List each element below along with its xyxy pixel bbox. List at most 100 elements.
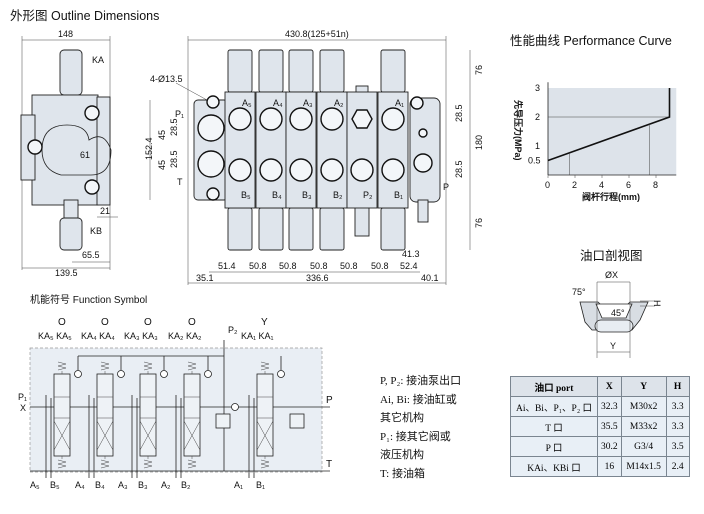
label-port-a: A₅ bbox=[242, 98, 252, 108]
port-b bbox=[259, 158, 283, 182]
table-header-row: 油口 port X Y H bbox=[510, 376, 690, 397]
spool-function-type: O bbox=[101, 317, 109, 328]
cell: 16 bbox=[597, 456, 622, 477]
dim-139-5: 139.5 bbox=[55, 268, 78, 278]
cross-position bbox=[256, 420, 274, 451]
spool-function-type: O bbox=[144, 317, 152, 328]
spool-top bbox=[258, 49, 284, 93]
header-y: Y bbox=[620, 376, 667, 397]
label-x: X bbox=[20, 403, 26, 413]
dim-y: Y bbox=[610, 341, 616, 351]
cross-position bbox=[53, 420, 71, 451]
spring-icon bbox=[187, 361, 197, 374]
ka-port-labels: KA₄ KA₄ bbox=[81, 331, 115, 341]
spool-bottom bbox=[380, 207, 406, 251]
port-label-bottom: B₁ bbox=[256, 480, 265, 490]
spring-icon bbox=[260, 456, 270, 469]
dim-bottom: 50.8 bbox=[249, 261, 267, 271]
dim-bottom: 50.8 bbox=[310, 261, 328, 271]
dim-65-5: 65.5 bbox=[82, 250, 100, 260]
relief-valve bbox=[354, 205, 370, 237]
x-tick-label: 4 bbox=[599, 180, 604, 190]
port-b bbox=[350, 158, 374, 182]
dim-bottom: 50.8 bbox=[340, 261, 358, 271]
spool-top bbox=[227, 49, 253, 93]
cell: 3.3 bbox=[665, 416, 690, 437]
dim-overall-length: 430.8(125+51n) bbox=[285, 29, 349, 39]
cross-position bbox=[183, 420, 201, 451]
check-valve-icon bbox=[277, 370, 285, 378]
spool-top bbox=[380, 49, 406, 93]
port-label-bottom: A₃ bbox=[118, 480, 128, 490]
cell: 2.4 bbox=[665, 456, 690, 477]
y-tick-label: 2 bbox=[535, 112, 540, 122]
dim-right: 28.5 bbox=[454, 160, 464, 178]
port-label-bottom: A₅ bbox=[30, 480, 40, 490]
dim-right: 180 bbox=[474, 135, 484, 150]
spring-icon bbox=[187, 456, 197, 469]
performance-title: 性能曲线 Performance Curve bbox=[510, 34, 672, 48]
dim-base: 35.1 bbox=[196, 273, 214, 283]
port-label-bottom: A₁ bbox=[234, 480, 243, 490]
dim-left: 28.5 bbox=[169, 118, 179, 136]
legend-line: P, P₂: 接油泵出口 bbox=[380, 375, 462, 387]
spool-bottom bbox=[319, 207, 345, 251]
label-t: T bbox=[326, 459, 332, 470]
spring-icon bbox=[143, 361, 153, 374]
port-label-bottom: B₃ bbox=[138, 480, 148, 490]
spool-valve bbox=[96, 373, 114, 457]
spool-bottom bbox=[227, 207, 253, 251]
label-port-a: A₃ bbox=[303, 98, 313, 108]
header-port: 油口 port bbox=[510, 376, 598, 397]
x-tick-label: 8 bbox=[653, 180, 658, 190]
label-p: P bbox=[443, 182, 449, 192]
spring-icon bbox=[143, 456, 153, 469]
spool-top bbox=[288, 49, 314, 93]
legend-line: P₁: 接其它阀或 bbox=[380, 430, 451, 443]
cell: M33x2 bbox=[620, 416, 667, 437]
dim-bottom: 52.4 bbox=[400, 261, 418, 271]
label-port-b: P₂ bbox=[363, 190, 373, 200]
plot-area bbox=[548, 88, 677, 175]
spring-icon bbox=[57, 456, 67, 469]
dim-right: 76 bbox=[474, 65, 484, 75]
label-port-b: B₅ bbox=[241, 190, 251, 200]
label-port-a: A₁ bbox=[395, 98, 404, 108]
dim-right: 76 bbox=[474, 218, 484, 228]
dim-148: 148 bbox=[58, 29, 73, 39]
spool-valve bbox=[139, 373, 157, 457]
port-a bbox=[320, 107, 344, 131]
cross-position bbox=[96, 420, 114, 451]
ka-port-labels: KA₃ KA₃ bbox=[124, 331, 158, 341]
port-label-bottom: B₄ bbox=[95, 480, 105, 490]
relief-valve-icon bbox=[289, 413, 305, 429]
dim-h: H bbox=[652, 300, 662, 307]
y-tick-label: 1 bbox=[535, 141, 540, 151]
check-valve-icon bbox=[117, 370, 125, 378]
port-label-bottom: A₄ bbox=[75, 480, 85, 490]
spool-valve bbox=[183, 373, 201, 457]
port-b bbox=[228, 158, 252, 182]
cell: 35.5 bbox=[597, 416, 622, 437]
cell: T 口 bbox=[510, 416, 598, 437]
dim-base: 40.1 bbox=[421, 273, 439, 283]
port-b bbox=[320, 158, 344, 182]
cross-position bbox=[139, 420, 157, 451]
label-p: P bbox=[326, 395, 333, 406]
label-port-b: B₃ bbox=[302, 190, 312, 200]
label-mounting-holes: 4-Ø13.5 bbox=[150, 74, 183, 84]
cell: P 口 bbox=[510, 436, 598, 457]
label-p1: P₁ bbox=[18, 392, 27, 402]
label-ka: KA bbox=[92, 55, 104, 65]
port-section: 油口剖视图 ØX Y 75° 45° H bbox=[572, 248, 662, 358]
legend-line: T: 接油箱 bbox=[380, 467, 425, 480]
cell: 3.5 bbox=[665, 436, 690, 457]
x-tick-label: 0 bbox=[545, 180, 550, 190]
legend-line: Ai, Bi: 接油缸或 bbox=[380, 393, 457, 406]
dim-left: 152.4 bbox=[144, 137, 154, 160]
